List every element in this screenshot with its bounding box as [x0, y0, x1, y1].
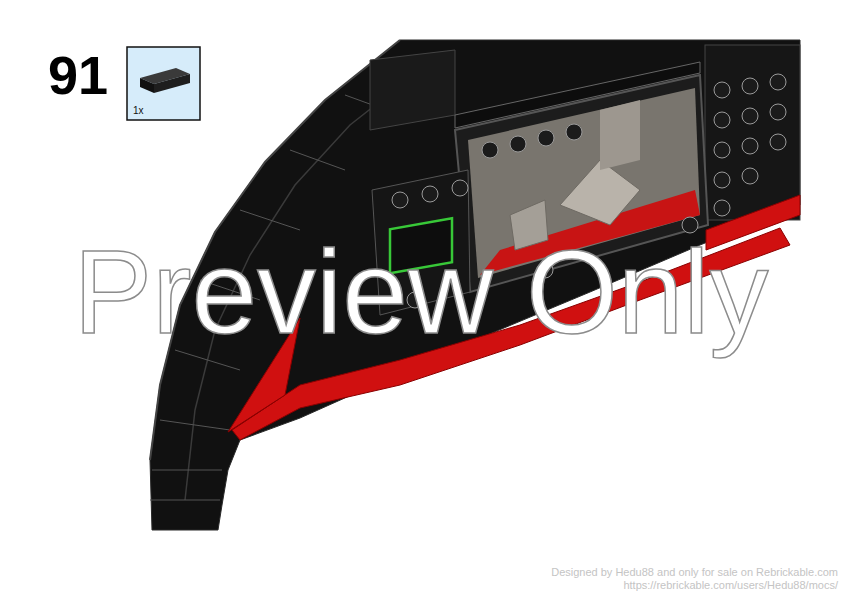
part-callout-box: 1x — [127, 47, 200, 120]
designer-url: https://rebrickable.com/users/Hedu88/moc… — [623, 579, 838, 591]
watermark: Preview Only — [73, 228, 768, 358]
designer-note: Designed by Hedu88 and only for sale on … — [551, 566, 838, 578]
part-count: 1x — [133, 105, 144, 116]
step-number: 91 — [48, 44, 108, 106]
